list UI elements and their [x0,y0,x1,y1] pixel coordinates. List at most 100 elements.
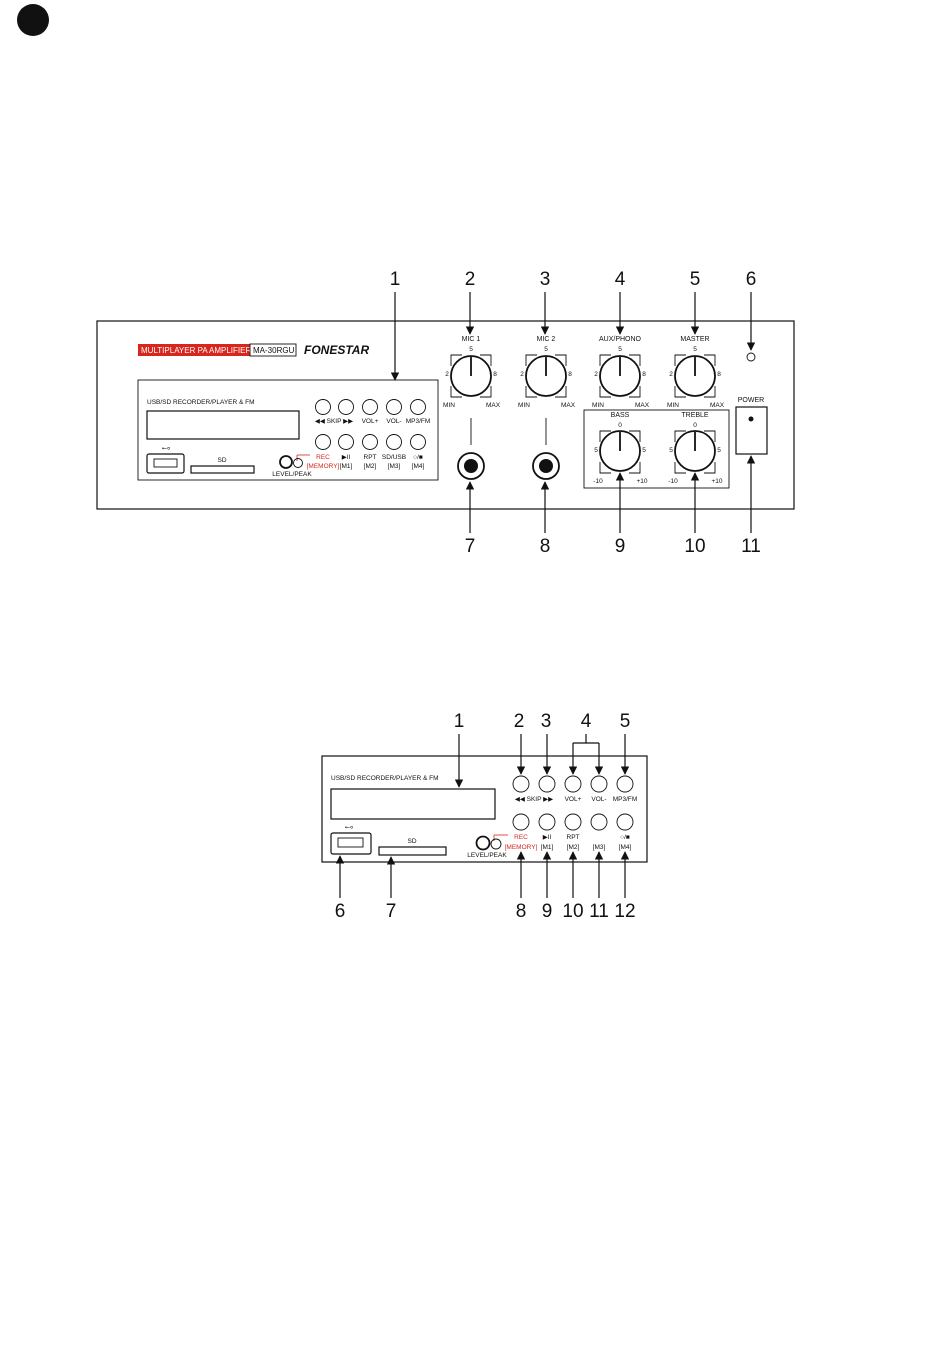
bass-label: BASS [611,412,630,419]
rpt-label: RPT [364,454,377,461]
svg-text:5: 5 [669,447,673,454]
usb2-port-inner [337,837,364,848]
bass-knob[interactable] [599,430,641,472]
mic1-knob-group: MIC 1 5 2 8 MIN MAX [443,336,501,409]
m4-2-label: [M4] [619,844,632,851]
callout2-1: 1 [454,711,465,732]
vol-plus2-button[interactable] [564,775,582,793]
usb-port[interactable] [146,453,185,474]
callout-11: 11 [741,536,761,557]
player2-display [330,788,496,820]
mic2-knob-group: MIC 2 5 2 8 MIN MAX [518,336,576,409]
aux-label: AUX/PHONO [599,336,642,343]
master-knob[interactable] [674,355,716,397]
callout-7: 7 [465,536,476,557]
power-switch[interactable] [735,406,768,455]
vol-minus-button[interactable] [386,399,402,415]
mic2-knob[interactable] [525,355,567,397]
player-title: USB/SD RECORDER/PLAYER & FM [147,399,255,406]
svg-text:MIN: MIN [592,402,604,409]
mp3fm-button[interactable] [410,399,426,415]
stop-button[interactable] [410,434,426,450]
callout2-2: 2 [514,711,525,732]
mic2-label: MIC 2 [537,336,556,343]
amplifier-panel [96,320,795,510]
rpt2-button[interactable] [564,813,582,831]
sd2-slot[interactable] [378,846,447,856]
callout-5: 5 [690,269,701,290]
player-display [146,410,300,440]
svg-text:+10: +10 [711,478,722,485]
model-box [249,343,297,357]
m3-2-button[interactable] [590,813,608,831]
level-peak-led [293,458,303,468]
callout2-9: 9 [542,901,553,922]
mp3fm-label: MP3/FM [406,418,431,425]
power-label: POWER [738,397,764,404]
front-panel-diagram: 1 2 3 4 5 6 7 8 9 10 11 MULTIPLAYER PA A… [96,269,795,557]
prev-button[interactable] [315,399,331,415]
level-peak2-knob[interactable] [475,835,491,851]
svg-text:-10: -10 [668,478,678,485]
callout2-3: 3 [541,711,552,732]
callout-9: 9 [615,536,626,557]
play-pause-button[interactable] [338,434,354,450]
player2-title: USB/SD RECORDER/PLAYER & FM [331,775,439,782]
aux-knob[interactable] [599,355,641,397]
svg-text:8: 8 [717,371,721,378]
rec2-button[interactable] [512,813,530,831]
m1-label: [M1] [340,463,353,470]
callout2-10: 10 [562,901,583,922]
rec-button[interactable] [315,434,331,450]
red-title: MULTIPLAYER PA AMPLIFIER [141,346,251,355]
svg-text:2: 2 [520,371,524,378]
svg-text:2: 2 [594,371,598,378]
stop2-button[interactable] [616,813,634,831]
level-peak-knob[interactable] [279,455,293,469]
svg-text:MIN: MIN [443,402,455,409]
stop2-icon: ○/■ [620,834,630,841]
sd2-label: SD [407,838,416,845]
skip2-label: ◀◀ SKIP ▶▶ [515,796,554,803]
callout-8: 8 [540,536,551,557]
svg-text:8: 8 [493,371,497,378]
svg-text:MIN: MIN [518,402,530,409]
sdusb-button[interactable] [386,434,402,450]
memory2-label: [MEMORY] [505,844,538,851]
svg-text:5: 5 [544,346,548,353]
callout2-5: 5 [620,711,631,732]
rpt-button[interactable] [362,434,378,450]
vol-plus-button[interactable] [362,399,378,415]
sd-slot[interactable] [190,465,255,474]
next-button[interactable] [338,399,354,415]
svg-text:5: 5 [717,447,721,454]
treble-knob[interactable] [674,430,716,472]
mic1-knob[interactable] [450,355,492,397]
m3-2-label: [M3] [593,844,606,851]
callout2-11: 11 [589,901,609,922]
prev2-button[interactable] [512,775,530,793]
sdusb-label: SD/USB [382,454,406,461]
play-pause2-button[interactable] [538,813,556,831]
mic1-label: MIC 1 [462,336,481,343]
m1-2-label: [M1] [541,844,554,851]
vol-minus2-button[interactable] [590,775,608,793]
next2-button[interactable] [538,775,556,793]
rec2-label: REC [514,834,528,841]
page-marker-dot [17,4,49,36]
player-module-panel [321,755,648,863]
mic1-jack[interactable] [457,452,485,480]
rec-label: REC [316,454,330,461]
treble-knob-group: TREBLE 0 5 5 -10 +10 [668,412,723,485]
mp3fm2-button[interactable] [616,775,634,793]
svg-text:2: 2 [445,371,449,378]
mic2-jack[interactable] [532,452,560,480]
player-module [137,379,439,481]
bass-knob-group: BASS 0 5 5 -10 +10 [593,412,648,485]
level-peak2-led [490,838,502,850]
levelpeak2-label: LEVEL/PEAK [467,852,507,859]
mp3fm2-label: MP3/FM [613,796,638,803]
callout-3: 3 [540,269,551,290]
callout-6: 6 [746,269,757,290]
usb2-port[interactable] [330,832,372,855]
